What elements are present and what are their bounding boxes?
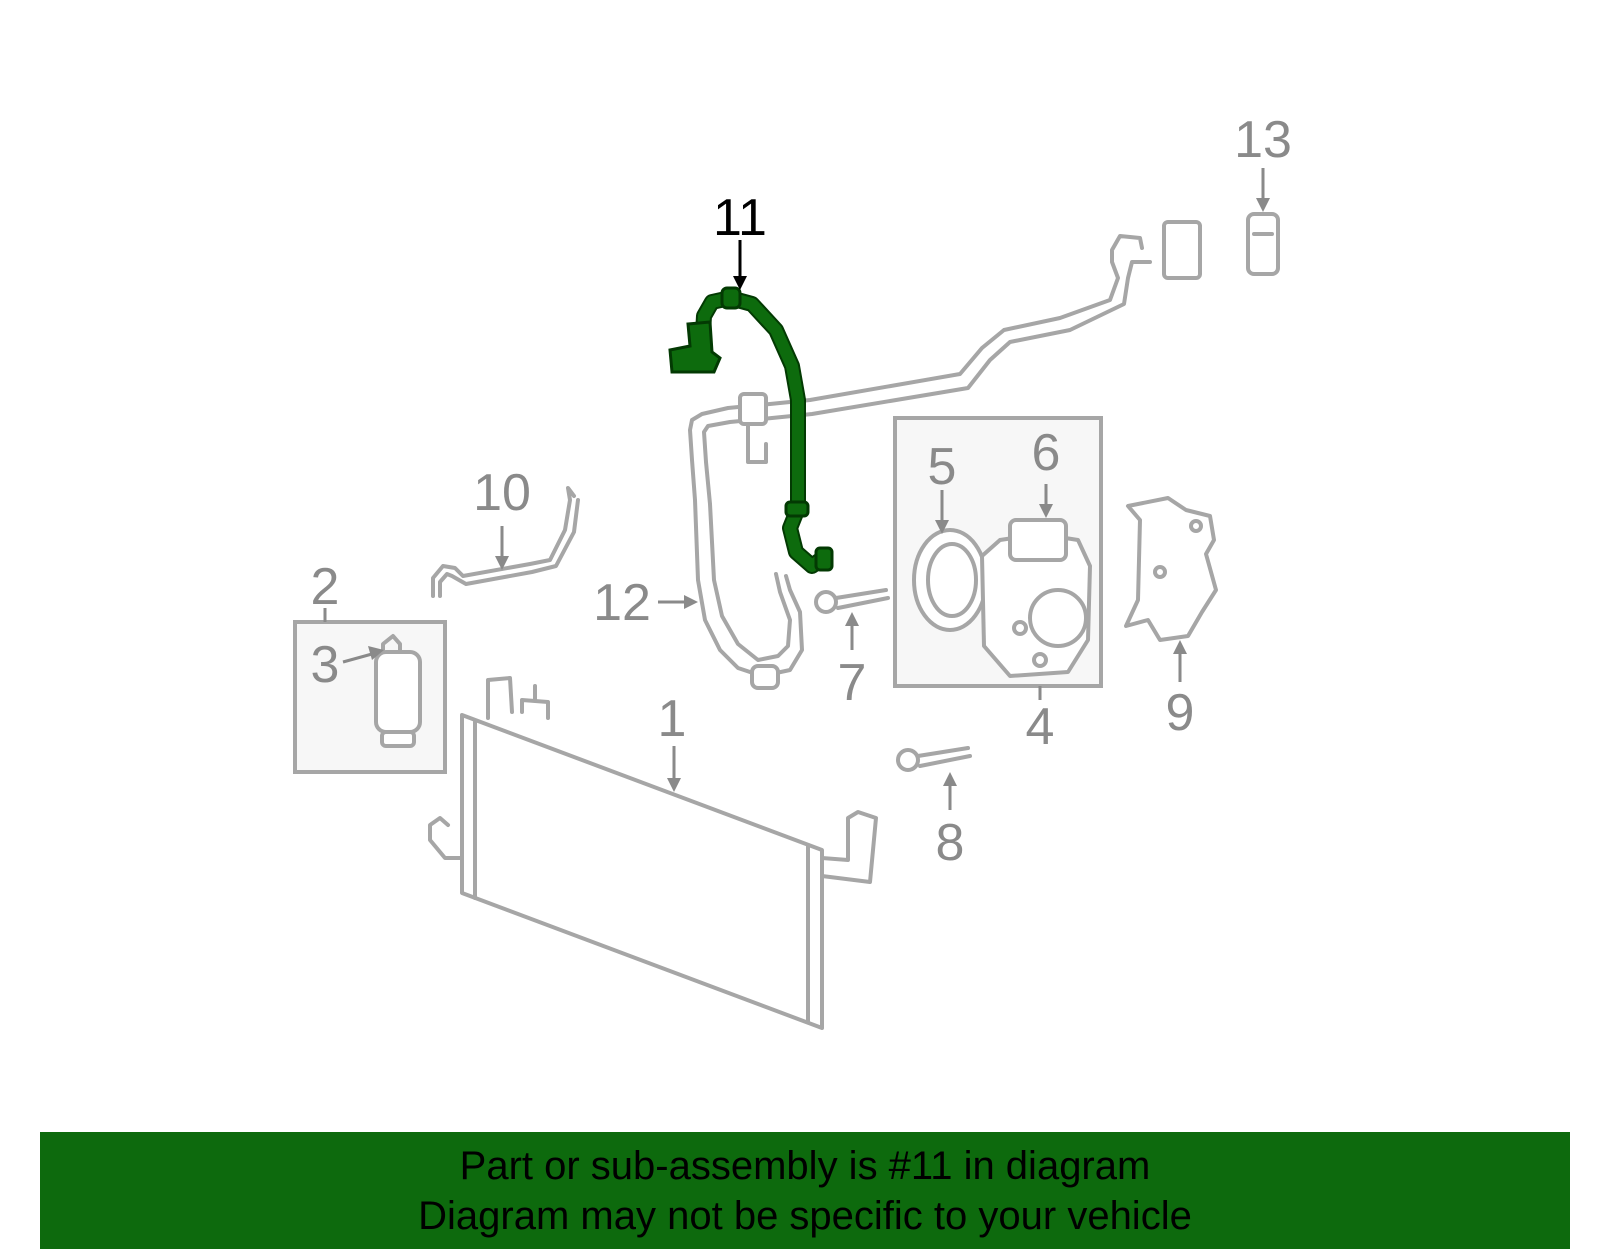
callout-3[interactable]: 3 bbox=[311, 636, 340, 694]
callout-4[interactable]: 4 bbox=[1026, 698, 1055, 756]
part-7-bolt[interactable] bbox=[814, 588, 890, 614]
part-11-hose-highlight[interactable] bbox=[668, 286, 834, 574]
footer-banner: Part or sub-assembly is #11 in diagram D… bbox=[40, 1132, 1570, 1249]
part-9-bracket[interactable] bbox=[1124, 496, 1218, 642]
footer-line-2: Diagram may not be specific to your vehi… bbox=[418, 1193, 1192, 1238]
callout-7[interactable]: 7 bbox=[838, 654, 867, 712]
callout-1[interactable]: 1 bbox=[658, 690, 687, 748]
callout-12[interactable]: 12 bbox=[593, 574, 651, 632]
leader-arrows bbox=[323, 168, 1270, 810]
part-4-compressor[interactable] bbox=[912, 518, 1092, 678]
callout-8[interactable]: 8 bbox=[936, 814, 965, 872]
part-1-condenser[interactable] bbox=[428, 676, 878, 1030]
part-12-suction-line[interactable] bbox=[688, 220, 1202, 690]
callout-5[interactable]: 5 bbox=[928, 438, 957, 496]
part-13-cap[interactable] bbox=[1246, 212, 1280, 276]
callout-2[interactable]: 2 bbox=[311, 558, 340, 616]
part-3-receiver-drier[interactable] bbox=[374, 634, 422, 748]
callout-6[interactable]: 6 bbox=[1032, 424, 1061, 482]
part-10-line[interactable] bbox=[431, 486, 580, 598]
callout-9[interactable]: 9 bbox=[1166, 684, 1195, 742]
callout-10[interactable]: 10 bbox=[473, 464, 531, 522]
footer-line-1: Part or sub-assembly is #11 in diagram bbox=[459, 1143, 1151, 1188]
callout-11[interactable]: 11 bbox=[713, 189, 767, 247]
part-8-bolt[interactable] bbox=[896, 746, 972, 772]
parts-diagram: 11 13 10 2 3 12 5 6 7 4 9 1 8 bbox=[293, 111, 1292, 1030]
callout-13[interactable]: 13 bbox=[1234, 111, 1292, 169]
